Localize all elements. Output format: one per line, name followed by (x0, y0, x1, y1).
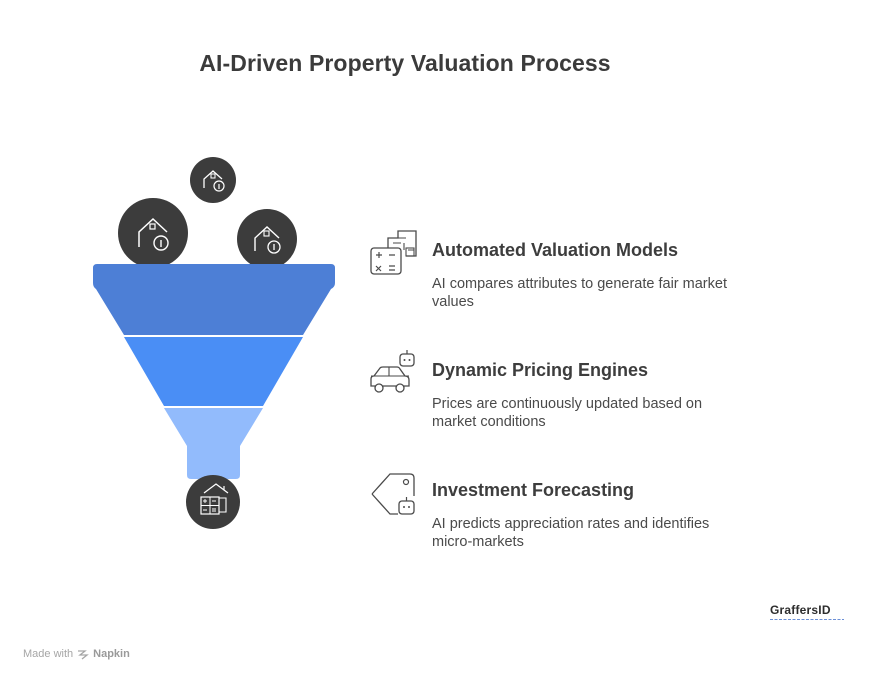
page-title: AI-Driven Property Valuation Process (199, 50, 611, 76)
house-info-icon (190, 157, 236, 203)
step-description: AI predicts appreciation rates and ident… (432, 516, 710, 550)
napkin-brand: Napkin (93, 648, 130, 660)
made-with-napkin[interactable]: Made with Napkin (23, 648, 130, 660)
funnel-bottom-section (164, 408, 263, 479)
calculator-building-icon (370, 230, 417, 275)
robot-car-icon (370, 350, 415, 393)
house-info-icon (237, 209, 297, 269)
house-info-icon (118, 198, 188, 268)
step-investment-forecasting: Investment Forecasting AI predicts appre… (368, 468, 748, 558)
step-description: AI compares attributes to generate fair … (432, 276, 727, 310)
funnel-middle-section (124, 337, 303, 406)
funnel-top-section (93, 264, 335, 335)
step-title: Investment Forecasting (432, 480, 635, 500)
step-title: Automated Valuation Models (432, 240, 679, 260)
price-tag-robot-icon (371, 473, 415, 515)
logo-text: GraffersID (770, 603, 831, 617)
step-description: Prices are continuously updated based on… (432, 396, 703, 430)
napkin-logo-icon (78, 650, 89, 660)
made-with-label: Made with (23, 648, 74, 660)
house-calculator-icon (186, 475, 240, 529)
step-title: Dynamic Pricing Engines (432, 360, 649, 380)
logo-tagline-mark (770, 619, 844, 620)
step-dynamic-pricing: Dynamic Pricing Engines Prices are conti… (368, 348, 748, 438)
graffersid-logo: GraffersID (770, 603, 846, 625)
step-automated-valuation: Automated Valuation Models AI compares a… (368, 228, 748, 318)
